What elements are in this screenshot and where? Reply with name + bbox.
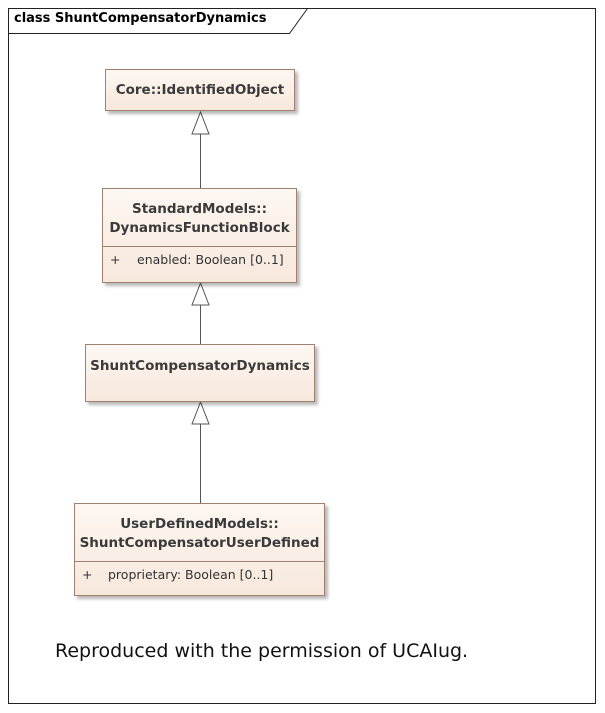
class-shunt-compensator-dynamics[interactable]: ShuntCompensatorDynamics: [85, 344, 315, 402]
frame-title-tab: [8, 8, 308, 34]
generalization-arrowhead: [191, 110, 210, 135]
class-name: Core::IdentifiedObject: [106, 70, 294, 100]
attributes-compartment: + proprietary: Boolean [0..1]: [75, 561, 324, 582]
generalization-arrowhead: [191, 281, 210, 306]
generalization-arrowhead: [191, 400, 210, 425]
class-name: UserDefinedModels:: ShuntCompensatorUser…: [75, 504, 324, 551]
class-name-line: DynamicsFunctionBlock: [109, 220, 290, 236]
diagram-title: class ShuntCompensatorDynamics: [14, 11, 267, 26]
attribute-visibility: +: [110, 252, 121, 267]
attributes-compartment: + enabled: Boolean [0..1]: [103, 246, 296, 267]
class-shunt-compensator-user-defined[interactable]: UserDefinedModels:: ShuntCompensatorUser…: [74, 503, 325, 596]
class-name-line: StandardModels::: [132, 201, 267, 217]
class-name-line: Core::IdentifiedObject: [115, 82, 285, 98]
attribute-visibility: +: [82, 567, 93, 582]
attribute-enabled: enabled: Boolean [0..1]: [137, 252, 284, 267]
class-name-line: ShuntCompensatorDynamics: [90, 358, 310, 374]
class-name: StandardModels:: DynamicsFunctionBlock: [103, 189, 296, 236]
class-name: ShuntCompensatorDynamics: [86, 345, 314, 376]
class-identified-object[interactable]: Core::IdentifiedObject: [105, 69, 295, 111]
class-name-line: ShuntCompensatorUserDefined: [79, 535, 320, 551]
class-name-line: UserDefinedModels::: [120, 516, 279, 532]
permission-caption: Reproduced with the permission of UCAIug…: [55, 640, 469, 662]
class-dynamics-function-block[interactable]: StandardModels:: DynamicsFunctionBlock +…: [102, 188, 297, 283]
attribute-proprietary: proprietary: Boolean [0..1]: [108, 567, 274, 582]
